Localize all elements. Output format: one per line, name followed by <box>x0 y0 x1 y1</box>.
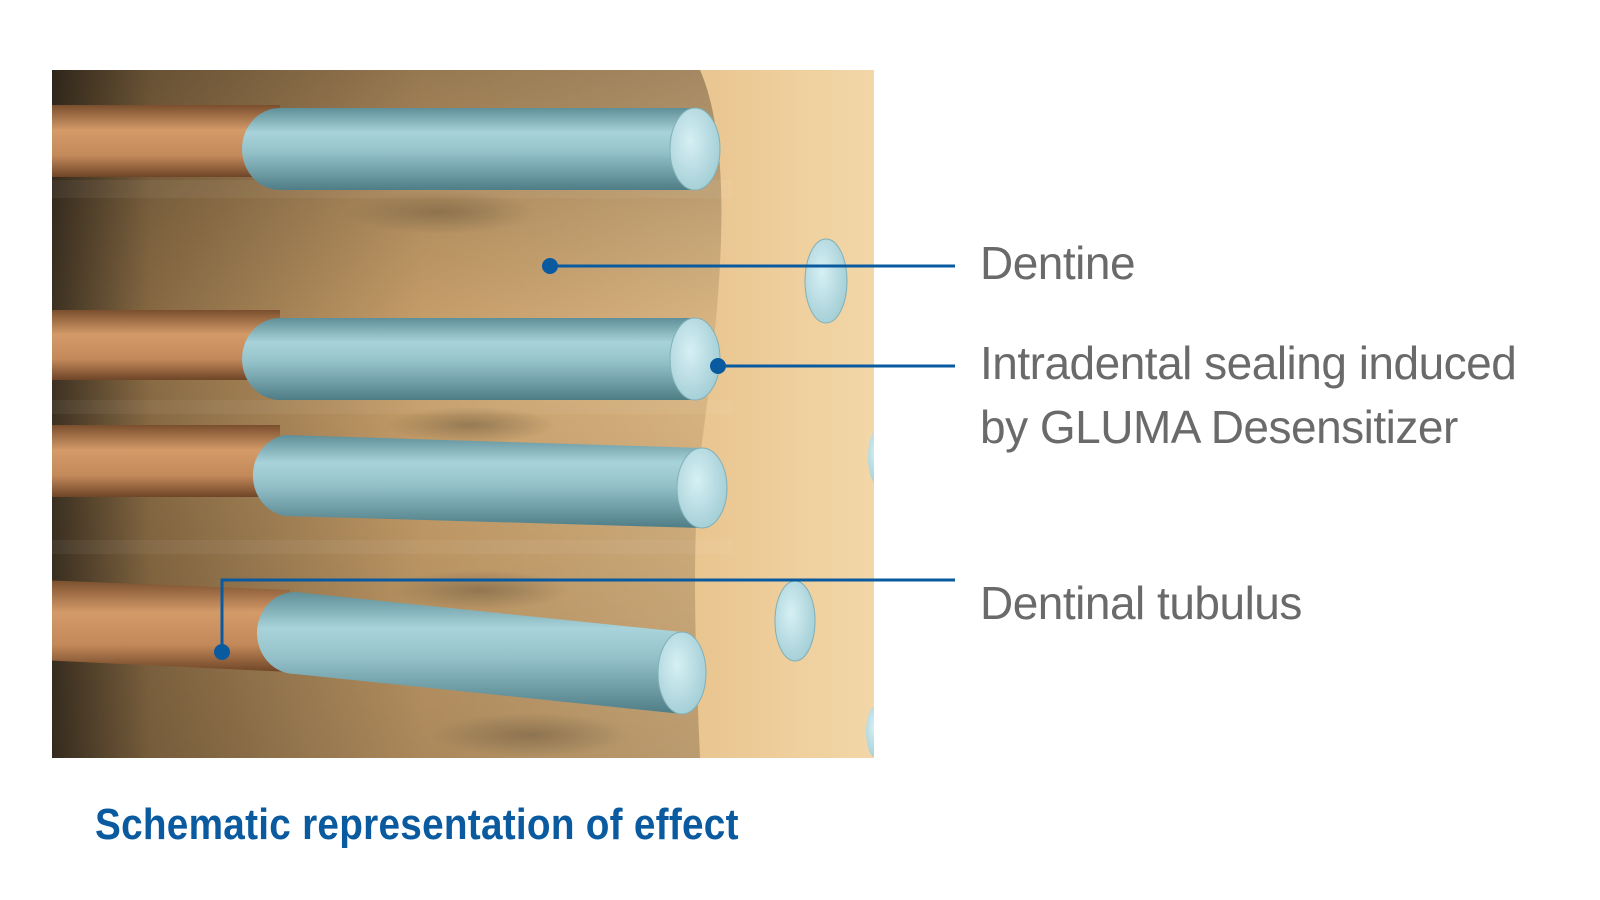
tubule-opening <box>866 706 874 758</box>
tubule-4 <box>52 580 707 715</box>
label-sealing-line2: by GLUMA Desensitizer <box>980 401 1458 453</box>
label-tubulus: Dentinal tubulus <box>980 577 1302 629</box>
figure-caption: Schematic representation of effect <box>95 800 739 849</box>
tubule-1 <box>52 105 721 191</box>
tubule-opening <box>804 238 848 324</box>
leader-sealing <box>710 358 955 374</box>
tubule-opening <box>868 431 874 483</box>
tubule-opening <box>774 580 816 662</box>
label-sealing-line1: Intradental sealing induced <box>980 337 1517 389</box>
sealing-plug-4 <box>257 592 682 714</box>
label-dentine: Dentine <box>980 237 1136 289</box>
leader-dentine <box>542 258 955 274</box>
leader-tubulus <box>214 578 955 660</box>
sealing-plug-1 <box>242 108 695 190</box>
sealing-plug-2 <box>242 318 695 400</box>
sealing-plug-3 <box>252 435 702 528</box>
tubule-2 <box>52 310 721 401</box>
tubule-3 <box>52 425 728 529</box>
